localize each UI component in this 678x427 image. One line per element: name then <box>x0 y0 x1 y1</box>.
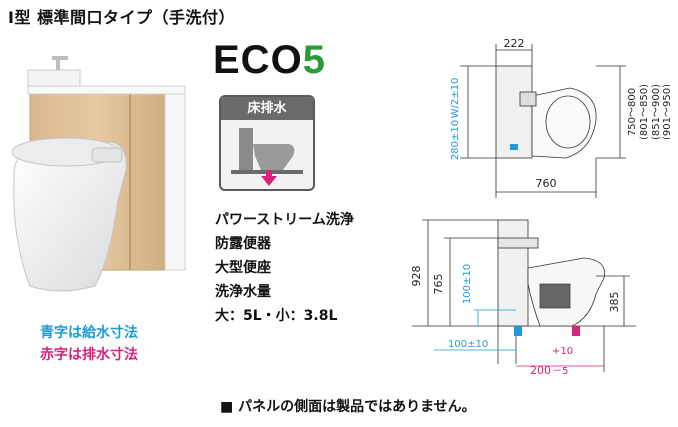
color-legend: 青字は給水寸法 赤字は排水寸法 <box>40 322 138 366</box>
dim-depth-1: 750～800 <box>627 88 638 136</box>
footnote: ■ パネルの側面は製品ではありません。 <box>220 399 476 415</box>
floor-drain-badge: 床排水 <box>219 95 315 191</box>
dim-depth-4: (901～950) <box>662 84 670 140</box>
dim-supply-offset: 280±10 <box>450 120 461 160</box>
eco-prefix: ECO <box>213 38 303 82</box>
feature-item: 防露便器 <box>215 236 271 252</box>
dim-depth-3: (851～900) <box>651 84 662 140</box>
top-view-diagram: 222 760 W/2±10 280±10 750～800 (801～850) … <box>450 37 670 198</box>
dim-supply-height: 100±10 <box>462 264 473 304</box>
dim-width-top: 222 <box>504 37 525 50</box>
dim-seat-height: 385 <box>608 292 621 313</box>
dim-total-height: 928 <box>410 266 423 287</box>
feature-item: 洗浄水量 <box>215 284 271 300</box>
page-title: I型 標準間口タイプ（手洗付） <box>8 8 236 27</box>
dim-depth-2: (801～850) <box>639 84 650 140</box>
product-image <box>11 56 186 292</box>
dim-drain-minus: －5 <box>552 366 568 377</box>
feature-list: パワーストリーム洗浄 防露便器 大型便座 洗浄水量 大：5L・小：3.8L <box>215 208 354 328</box>
dim-counter-height: 765 <box>432 274 445 295</box>
legend-supply: 青字は給水寸法 <box>40 325 138 341</box>
eco-number: 5 <box>302 38 326 82</box>
dim-drain-plus: +10 <box>552 346 573 357</box>
floor-drain-icon <box>231 128 303 186</box>
floor-drain-label: 床排水 <box>221 97 313 120</box>
feature-item: 大：5L・小：3.8L <box>215 308 338 324</box>
dim-drain-main: 200 <box>530 364 551 377</box>
dim-width-bottom: 760 <box>536 177 557 190</box>
feature-item: パワーストリーム洗浄 <box>215 212 354 228</box>
dim-floor-supply: 100±10 <box>448 339 488 350</box>
legend-drain: 赤字は排水寸法 <box>40 347 138 363</box>
feature-item: 大型便座 <box>215 260 271 276</box>
side-view-diagram: 928 765 100±10 385 100±10 +10 200 －5 <box>410 219 636 377</box>
eco-logo: ECO5 <box>213 40 326 80</box>
dim-half-width: W/2±10 <box>450 78 461 119</box>
